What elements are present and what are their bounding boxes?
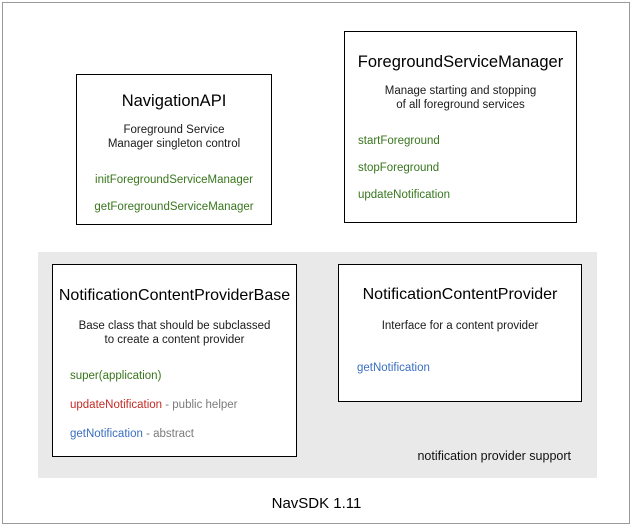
class-title: ForegroundServiceManager — [357, 53, 564, 71]
member-item[interactable]: updateNotification — [358, 188, 576, 202]
class-box-notification-content-provider[interactable]: NotificationContentProvider Interface fo… — [338, 264, 582, 402]
member-name: stopForeground — [358, 162, 440, 174]
member-suffix: - public helper — [162, 399, 238, 411]
class-description-line: to create a content provider — [104, 334, 245, 346]
class-description: Foreground Service Manager singleton con… — [77, 123, 271, 151]
class-description-line: Interface for a content provider — [381, 320, 539, 332]
member-name: updateNotification — [358, 189, 451, 201]
member-name: initForegroundServiceManager — [95, 174, 253, 186]
group-panel-label: notification provider support — [417, 449, 571, 463]
class-description-line: Base class that should be subclassed — [78, 320, 271, 332]
member-name: updateNotification — [70, 399, 163, 411]
member-item[interactable]: getNotification — [357, 361, 581, 375]
member-item[interactable]: updateNotification - public helper — [70, 398, 296, 412]
class-description: Base class that should be subclassed to … — [53, 319, 296, 347]
member-list: super(application) updateNotification - … — [53, 369, 296, 441]
member-item[interactable]: startForeground — [358, 134, 576, 148]
class-box-navigation-api[interactable]: NavigationAPI Foreground Service Manager… — [76, 74, 272, 225]
member-list: getNotification — [339, 361, 581, 375]
member-item[interactable]: initForegroundServiceManager — [77, 173, 271, 187]
member-list: initForegroundServiceManager getForegrou… — [77, 173, 271, 214]
member-item[interactable]: getNotification - abstract — [70, 427, 296, 441]
class-description-line: of all foreground services — [396, 99, 525, 111]
member-list: startForeground stopForeground updateNot… — [345, 134, 576, 202]
member-name: getForegroundServiceManager — [94, 201, 254, 213]
member-suffix: - abstract — [142, 428, 195, 440]
class-title: NotificationContentProviderBase — [58, 287, 291, 304]
member-name: getNotification — [357, 362, 430, 374]
class-title: NavigationAPI — [121, 92, 227, 110]
class-description: Interface for a content provider — [339, 319, 581, 333]
class-title: NotificationContentProvider — [362, 286, 558, 303]
member-item[interactable]: super(application) — [70, 369, 296, 383]
member-name: super(application) — [70, 370, 162, 382]
diagram-footer-title: NavSDK 1.11 — [271, 495, 362, 512]
class-box-foreground-service-manager[interactable]: ForegroundServiceManager Manage starting… — [344, 31, 577, 223]
class-box-notification-content-provider-base[interactable]: NotificationContentProviderBase Base cla… — [52, 264, 297, 457]
class-description-line: Manager singleton control — [107, 138, 241, 150]
class-description: Manage starting and stopping of all fore… — [345, 84, 576, 112]
member-name: getNotification — [70, 428, 143, 440]
member-name: startForeground — [358, 135, 440, 147]
member-item[interactable]: stopForeground — [358, 161, 576, 175]
member-item[interactable]: getForegroundServiceManager — [77, 200, 271, 214]
class-description-line: Manage starting and stopping — [384, 85, 537, 97]
class-description-line: Foreground Service — [123, 124, 225, 136]
